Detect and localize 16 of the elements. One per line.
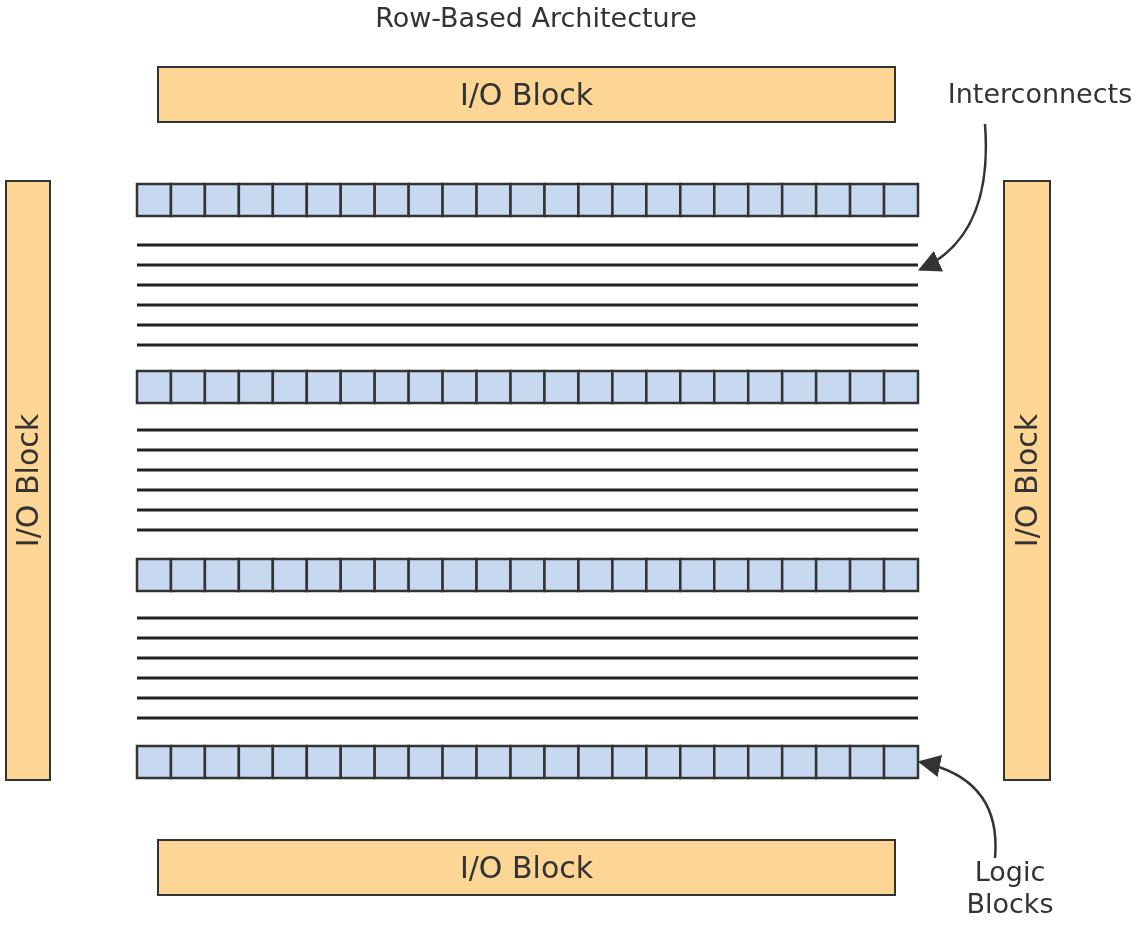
leader-line [918,123,988,271]
logic-block-row [135,557,920,593]
logic-block-row [135,369,920,405]
leader-line [917,755,997,859]
interconnect-lines [137,243,918,347]
callout-label: Interconnects [935,78,1143,118]
callout-label: Logic Blocks [930,856,1090,942]
logic-block-row [135,744,920,780]
io-block: I/O Block [157,66,896,123]
interconnect-lines [137,428,918,532]
io-block: I/O Block [1003,180,1051,781]
io-block: I/O Block [5,180,51,781]
io-block: I/O Block [157,839,896,896]
diagram-title: Row-Based Architecture [374,2,698,33]
interconnect-lines [137,616,918,720]
logic-block-row [135,182,920,218]
